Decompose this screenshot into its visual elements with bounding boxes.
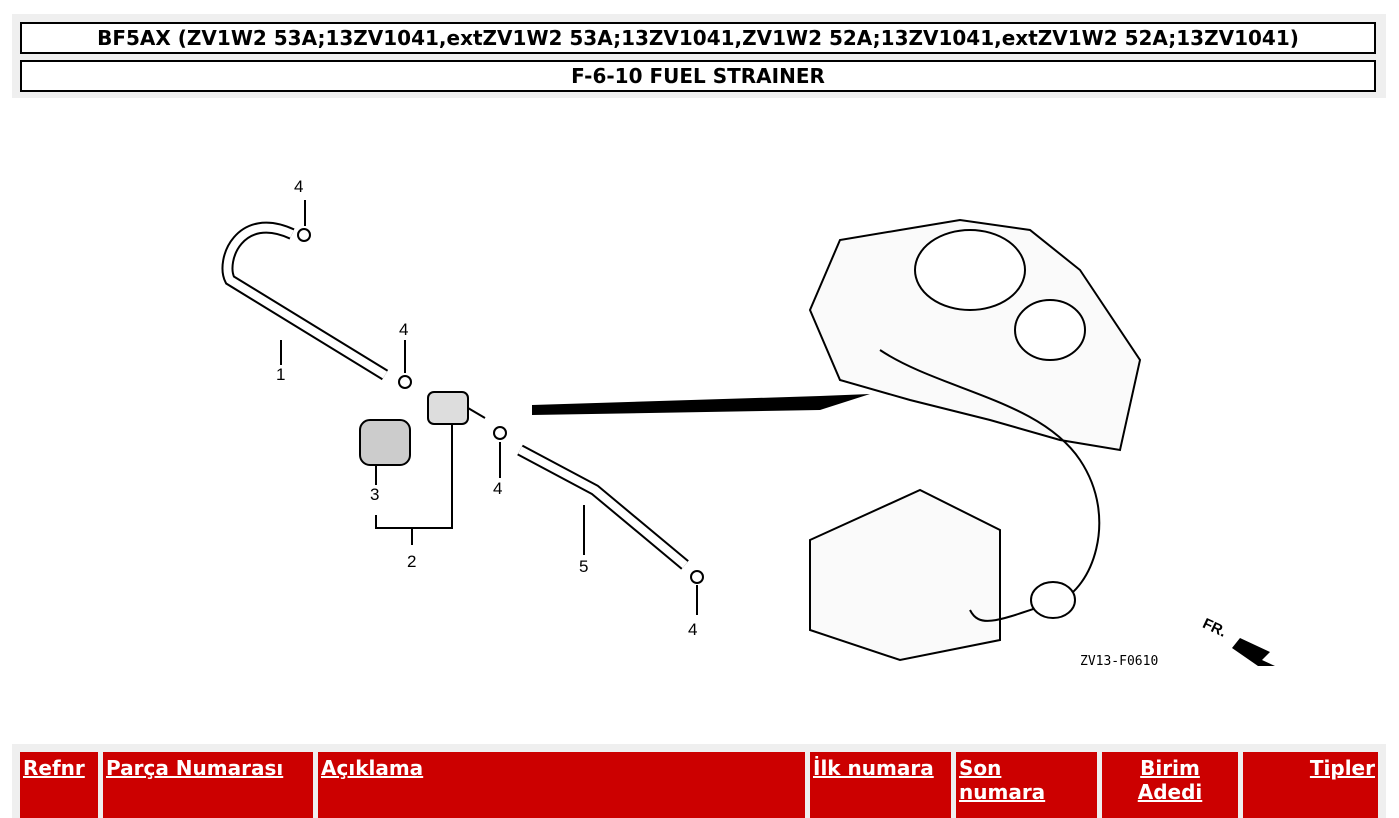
parts-table-header: Refnr Parça Numarası Açıklama İlk numara… [12, 744, 1386, 818]
header-panel: BF5AX (ZV1W2 53A;13ZV1041,extZV1W2 53A;1… [12, 14, 1386, 98]
section-title: F-6-10 FUEL STRAINER [20, 60, 1376, 92]
callout-4d: 4 [688, 620, 697, 639]
col-part-number[interactable]: Parça Numarası [103, 752, 313, 818]
col-types[interactable]: Tipler [1243, 752, 1378, 818]
front-label: FR. [1200, 615, 1229, 641]
strainer-body [427, 391, 469, 425]
col-unit-count[interactable]: Birim Adedi [1102, 752, 1238, 818]
callout-2: 2 [407, 552, 416, 571]
callout-4b: 4 [399, 320, 408, 339]
hose-clip-bottom [690, 570, 704, 584]
hose-clip-right [493, 426, 507, 440]
col-description[interactable]: Açıklama [318, 752, 805, 818]
diagram-code: ZV13-F0610 [1080, 654, 1158, 669]
engine-outline [808, 218, 1142, 452]
col-refnr[interactable]: Refnr [20, 752, 98, 818]
col-last-number[interactable]: Son numara [956, 752, 1097, 818]
callout-4c: 4 [493, 479, 502, 498]
fuel-tank [809, 488, 1001, 662]
parts-diagram: 1 2 3 4 4 4 4 5 FR. ZV13-F0610 [221, 177, 1275, 669]
callout-4a: 4 [294, 177, 303, 196]
callout-5: 5 [579, 557, 588, 576]
callout-1: 1 [276, 365, 285, 384]
hose-clip-top [297, 228, 311, 242]
hose-clip-mid [398, 375, 412, 389]
pointer-arrow [532, 394, 870, 415]
model-title: BF5AX (ZV1W2 53A;13ZV1041,extZV1W2 53A;1… [20, 22, 1376, 54]
callout-3: 3 [370, 485, 379, 504]
front-arrow-icon [1232, 638, 1275, 666]
strainer-cup [359, 419, 411, 466]
col-first-number[interactable]: İlk numara [810, 752, 951, 818]
fuel-hose-1 [221, 221, 389, 381]
